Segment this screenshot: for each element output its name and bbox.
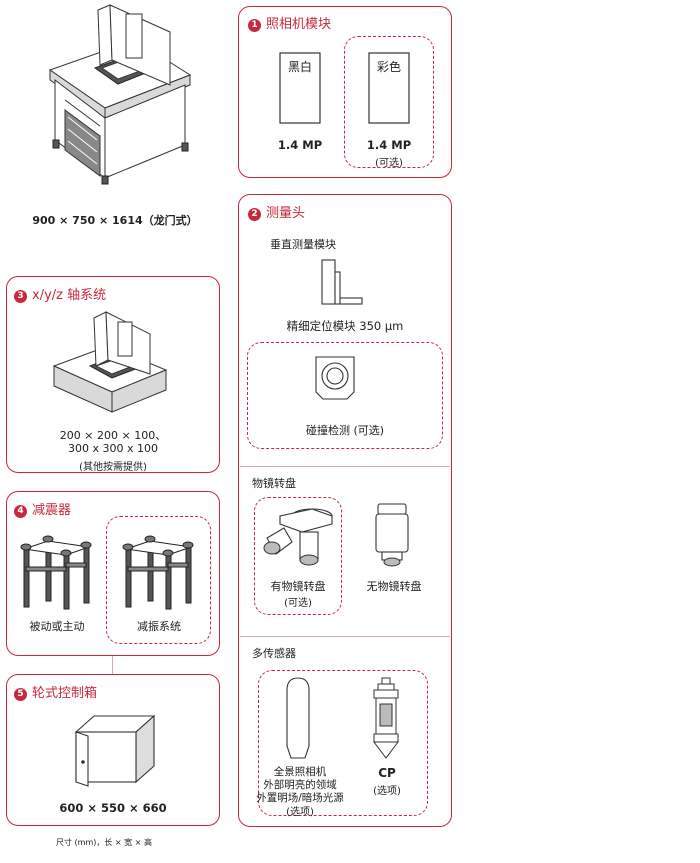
- axis-system-illustration: [52, 311, 168, 413]
- section-divider: [240, 466, 450, 467]
- panorama-camera-optional-note: (选项): [286, 807, 314, 818]
- optional-turret-frame: [254, 497, 342, 615]
- damping-title-text: 减震器: [32, 503, 72, 518]
- control-box-title-text: 轮式控制箱: [32, 686, 98, 701]
- control-box-icon: [74, 714, 156, 787]
- vertical-module-caption: 精细定位模块 350 µm: [286, 319, 404, 333]
- turret-with-caption: 有物镜转盘: [270, 580, 326, 593]
- multisensor-label: 多传感器: [252, 647, 296, 660]
- section-number-badge: 4: [14, 505, 27, 518]
- section-divider: [240, 636, 450, 637]
- color-camera-resolution: 1.4 MP: [366, 138, 412, 152]
- mono-camera-icon: [279, 52, 321, 124]
- section-number-badge: 2: [248, 208, 261, 221]
- turret-with-optional-note: (可选): [284, 598, 312, 609]
- camera-module-title: 1 照相机模块: [248, 13, 331, 32]
- control-box-dimensions: 600 × 550 × 660: [59, 801, 167, 815]
- control-box-title: 5 轮式控制箱: [14, 682, 97, 701]
- optional-multisensor-frame: [258, 670, 428, 816]
- damping-system-caption: 减振系统: [137, 620, 181, 633]
- dimension-footnote: 尺寸 (mm)，长 × 宽 × 高: [56, 838, 152, 847]
- turret-without-caption: 无物镜转盘: [366, 580, 422, 593]
- panorama-camera-line1: 全景照相机: [273, 766, 327, 778]
- damping-title: 4 减震器: [14, 499, 71, 518]
- measuring-head-title: 2 测量头: [248, 202, 305, 221]
- section-number-badge: 3: [14, 290, 27, 303]
- section-number-badge: 1: [248, 19, 261, 32]
- measuring-head-title-text: 测量头: [266, 206, 306, 221]
- axis-system-note: (其他按需提供): [79, 462, 147, 473]
- passive-damping-frame-icon: [20, 535, 92, 610]
- color-camera-icon: [368, 52, 410, 124]
- optional-touch-probe-frame: [247, 342, 443, 449]
- turret-label: 物镜转盘: [252, 477, 296, 490]
- touch-probe-caption: 碰撞检测 (可选): [305, 424, 385, 437]
- cp-sensor-label: CP: [378, 766, 396, 780]
- panorama-camera-line2: 外部明亮的领域: [263, 779, 337, 791]
- mono-camera-label: 黑白: [287, 60, 312, 74]
- section-number-badge: 5: [14, 688, 27, 701]
- connector-line: [112, 656, 113, 674]
- optional-color-camera-frame: [344, 36, 434, 168]
- machine-dimensions: 900 × 750 × 1614（龙门式）: [32, 214, 198, 227]
- cp-sensor-optional-note: (选项): [373, 786, 401, 797]
- axis-system-range-line2: 300 x 300 x 100: [68, 442, 158, 455]
- vertical-module-icon: [321, 259, 363, 305]
- camera-module-panel: [238, 6, 452, 178]
- objective-turret-icon: [263, 508, 333, 566]
- camera-module-title-text: 照相机模块: [266, 17, 332, 32]
- axis-system-title-text: x/y/z 轴系统: [32, 288, 107, 303]
- color-camera-label: 彩色: [376, 60, 401, 74]
- color-camera-optional-note: (可选): [375, 158, 403, 169]
- objective-icon: [375, 503, 409, 567]
- passive-damping-caption: 被动或主动: [29, 620, 85, 633]
- cp-sensor-icon: [373, 677, 399, 759]
- panorama-camera-icon: [286, 677, 310, 759]
- mono-camera-resolution: 1.4 MP: [277, 138, 323, 152]
- axis-system-range-line1: 200 × 200 × 100、: [59, 429, 167, 442]
- damping-system-frame: [106, 516, 211, 644]
- panorama-camera-line3: 外置明场/暗场光源: [256, 792, 344, 804]
- axis-system-title: 3 x/y/z 轴系统: [14, 284, 106, 303]
- vertical-module-label: 垂直测量模块: [270, 238, 336, 251]
- touch-probe-icon: [315, 356, 355, 400]
- damping-system-frame-icon: [122, 535, 194, 610]
- gantry-machine-illustration: [48, 4, 192, 185]
